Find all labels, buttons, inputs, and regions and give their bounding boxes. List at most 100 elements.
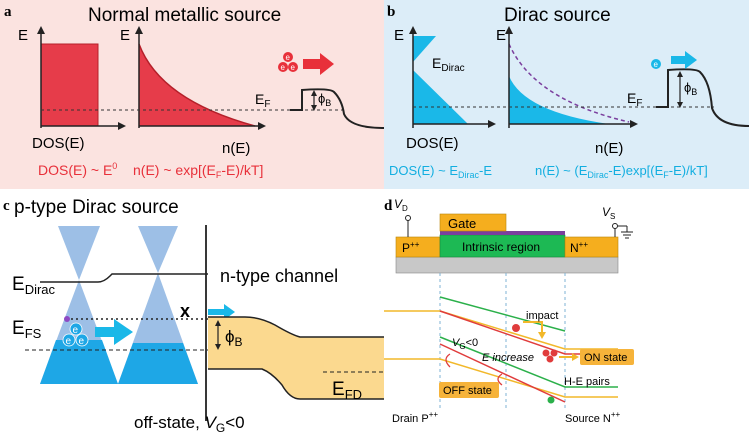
barrier-arrow-head-down [311,105,317,111]
electron-label: e [654,60,659,69]
electron-flow-arrow [671,51,697,69]
panel-c-title: p-type Dirac source [14,197,179,218]
electron-dot [651,59,661,69]
carrier-dot [550,349,558,357]
electron-label: e [79,336,85,347]
source-fermi-label: EFS [12,318,42,341]
electron-dot [278,62,288,72]
channel-label: n-type channel [220,266,338,286]
panel-b-title: Dirac source [504,5,611,26]
impact-arrow [523,321,543,335]
dos-y-axis-arrow [409,26,417,34]
n-metallic-reference-curve [508,43,630,123]
dos-x-axis-arrow [488,120,496,128]
gate-oxide [440,231,565,235]
panel-c-letter: c [3,198,10,214]
barrier-arrow-head-up [677,71,683,77]
substrate-layer [395,256,619,274]
n-region-label: N++ [570,240,588,255]
channel-conduction-band [208,316,384,338]
bias-shift-arrow [497,373,503,386]
band-off-lower [384,358,618,398]
dos-x-axis-label: DOS(E) [32,135,85,152]
he-pairs-label: H-E pairs [564,376,610,388]
off-state-label: OFF state [443,385,492,397]
n-x-axis-arrow [630,120,638,128]
dos-formula: DOS(E) ~ EDirac-E [389,163,492,180]
intrinsic-region-label: Intrinsic region [462,240,540,254]
panel-a-figure: a Normal metallic source E DOS(E) E n(E)… [0,0,384,189]
drain-label: Drain P++ [392,410,438,425]
dirac-cone-upper [138,226,178,273]
panel-b-letter: b [387,4,395,20]
dirac-point-line [40,273,208,283]
hole-dot [64,316,70,322]
electron-label: e [281,63,286,72]
channel-valence-band [208,368,384,400]
dos-x-axis-label: DOS(E) [406,135,459,152]
bias-shift-arrow [445,353,451,368]
barrier-label: ϕB [225,327,243,349]
n-formula: n(E) ~ exp[(EF-E)/kT] [133,162,263,180]
barrier-arrow-head-down [677,102,683,108]
panel-b-figure: b Dirac source E EDirac DOS(E) E n(E) EF… [384,0,749,189]
band-on-green-upper [439,296,566,332]
e-increase-label: E increase [482,352,534,364]
dos-y-axis-arrow [37,26,45,34]
panel-b: b Dirac source E EDirac DOS(E) E n(E) EF… [384,0,749,189]
electron-label: e [291,63,296,72]
source-label: Source N++ [565,410,621,425]
dirac-cone-lower-filled [40,340,118,384]
electron-dot [75,333,89,347]
n-x-axis-label: n(E) [595,140,623,157]
panel-d: d Gate P++ Intrinsic region N++ VD VS [384,189,749,434]
dirac-energy-label: EDirac [12,274,56,297]
dos-x-axis-arrow [118,122,126,130]
panel-a-title: Normal metallic source [88,5,281,26]
gate-electrode [439,213,507,232]
impact-arrow-head [538,332,546,339]
off-state-caption: off-state, VG<0 [134,413,245,434]
barrier-band-profile [290,88,384,129]
source-n-region [564,236,619,258]
dos-y-axis-label: E [18,27,28,44]
barrier-band-profile [656,68,749,127]
gate-bias-label: VG<0 [452,337,478,351]
dos-lower-cone [413,70,468,124]
n-y-axis-arrow [505,26,513,34]
drain-fermi-label: EFD [332,379,362,402]
dirac-cone-upper [58,226,100,280]
blocked-mark: x [180,301,190,321]
barrier-arrow-head-up [215,320,221,326]
barrier-arrow-head-down [215,344,221,350]
carrier-dot [512,324,520,332]
impact-label: impact [526,310,558,322]
dos-y-axis-label: E [394,27,404,44]
band-on-red-lower [439,343,566,403]
dirac-energy-label: EDirac [432,55,465,74]
drain-voltage-label: VD [394,197,408,213]
panel-c-figure: c p-type Dirac source EDirac EFS e e e x [0,189,384,434]
electron-label: e [73,325,79,336]
panel-a: a Normal metallic source E DOS(E) E n(E)… [0,0,384,189]
carrier-dot [546,355,554,363]
panel-a-letter: a [4,4,12,20]
n-y-axis-arrow [135,26,143,34]
p-region-label: P++ [402,240,420,255]
on-state-box [580,349,634,365]
electron-dot [288,62,298,72]
gate-label: Gate [448,216,476,231]
source-voltage-label: VS [602,205,615,221]
barrier-arrow-head-up [311,90,317,96]
n-distribution-fill [139,44,255,126]
carrier-dot [542,349,550,357]
panel-c: c p-type Dirac source EDirac EFS e e e x [0,189,384,434]
n-y-axis-label: E [120,27,130,44]
electron-flow-arrow [95,319,133,345]
n-x-axis-arrow [258,122,266,130]
n-distribution-fill [509,76,609,124]
electron-dot [69,322,83,336]
dos-formula: DOS(E) ~ E0 [38,161,117,178]
carrier-dot [547,396,555,404]
dirac-cone-lower-filled [118,343,198,384]
